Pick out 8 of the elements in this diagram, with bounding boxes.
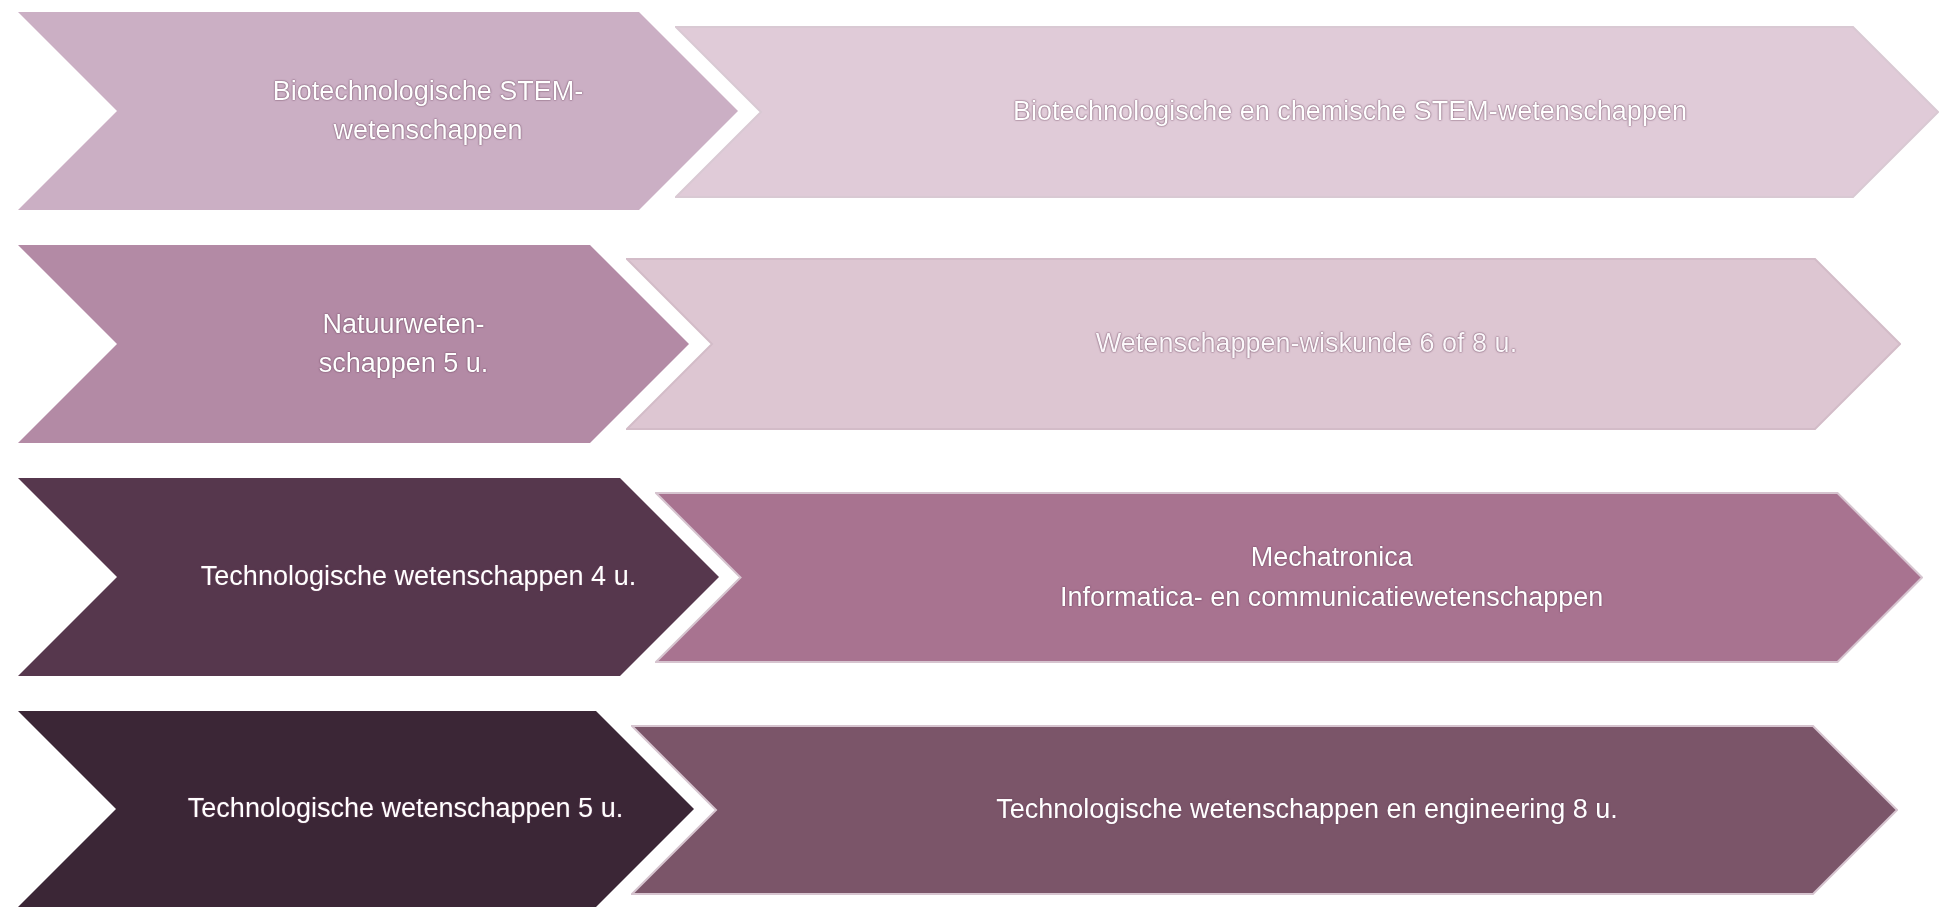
chevron-label: Biotechnologische STEM-wetenschappen — [271, 74, 585, 147]
chevron-label: Natuurweten-schappen 5 u. — [317, 307, 490, 380]
chevron-label: Mechatronica — [1250, 541, 1413, 575]
chevron-label: Technologische wetenschappen en engineering 8 u. — [996, 793, 1618, 827]
chevron-label: Technologische wetenschappen 5 u. — [187, 792, 624, 826]
chevron-label: Technologische wetenschappen 4 u. — [200, 560, 637, 594]
chevron-label: Biotechnologische en chemische STEM-wetenschappen — [1013, 95, 1687, 129]
chevron-label: Informatica- en communicatiewetenschappen — [1060, 580, 1604, 614]
